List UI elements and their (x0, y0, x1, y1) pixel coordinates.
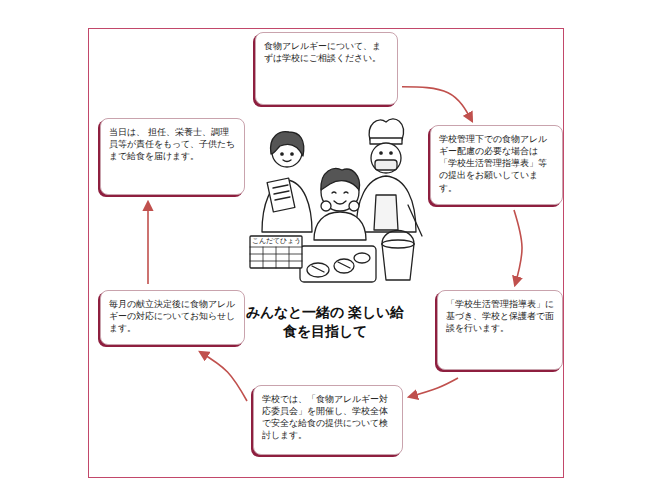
box-text: 学校では、「食物アレルギー対応委員会」を開催し、学校全体で安全な給食の提供につい… (262, 393, 394, 442)
box-text: 当日は、 担任、栄養士、調理員等が責任をもって、子供たちまで給食を届けます。 (109, 126, 236, 162)
process-box: 毎月の献立決定後に食物アレルギーの対応についてお知らせします。 (100, 290, 245, 345)
flow-arrow (147, 202, 149, 284)
people-illustration (250, 119, 422, 282)
process-box: 学校管理下での食物アレルギー配慮の必要な場合は「学校生活管理指導表」等の提出をお… (430, 125, 563, 205)
menu-label: こんだてひょう (250, 238, 302, 246)
process-box: 「学校生活管理指導表」に基づき、学校と保護者で面談を行います。 (437, 290, 563, 370)
flow-arrow (402, 87, 472, 121)
box-text: 「学校生活管理指導表」に基づき、学校と保護者で面談を行います。 (446, 298, 554, 334)
flow-arrow (514, 210, 522, 285)
box-text: 食物アレルギーについて、まずは学校にご相談ください。 (264, 40, 389, 64)
process-box: 当日は、 担任、栄養士、調理員等が責任をもって、子供たちまで給食を届けます。 (100, 118, 245, 195)
box-text: 毎月の献立決定後に食物アレルギーの対応についてお知らせします。 (109, 298, 236, 334)
process-box: 食物アレルギーについて、まずは学校にご相談ください。 (255, 32, 398, 105)
diagram-title: みんなと一緒の 楽しい給食を目指して (240, 303, 410, 341)
process-box: 学校では、「食物アレルギー対応委員会」を開催し、学校全体で安全な給食の提供につい… (253, 385, 403, 455)
box-text: 学校管理下での食物アレルギー配慮の必要な場合は「学校生活管理指導表」等の提出をお… (439, 133, 554, 194)
outer-frame (89, 29, 564, 478)
flow-arrow (200, 352, 247, 401)
flow-arrow (409, 378, 458, 397)
